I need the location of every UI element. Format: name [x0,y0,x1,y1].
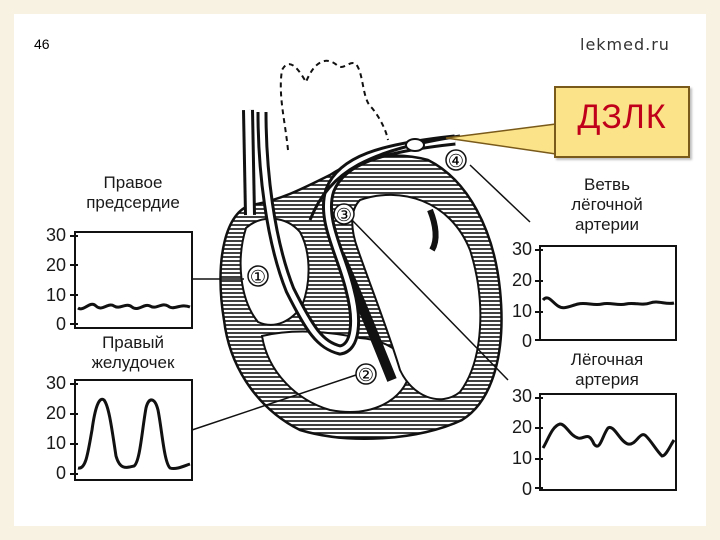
marker-1: ① [250,267,266,288]
pab-tick-0: 0 [506,331,532,352]
balloon [406,139,424,151]
pa-tick-20: 20 [506,417,532,438]
right-ventricle-label-line1: Правый [78,333,188,353]
pa-branch-label-line3: артерии [552,215,662,235]
ra-tick-30: 30 [40,225,66,246]
page-number: 46 [34,36,50,52]
right-atrium-panel [75,232,192,328]
ra-tick-20: 20 [40,255,66,276]
pa-branch-label-line2: лёгочной [552,195,662,215]
pab-tick-10: 10 [506,301,532,322]
pab-tick-20: 20 [506,270,532,291]
right-atrium-label-line1: Правое [78,173,188,193]
rv-tick-0: 0 [40,463,66,484]
pulmonary-artery-label: Лёгочная артерия [552,350,662,390]
pa-tick-10: 10 [506,448,532,469]
ra-tick-10: 10 [40,285,66,306]
pab-tick-30: 30 [506,239,532,260]
pa-branch-label: Ветвь лёгочной артерии [552,175,662,235]
right-ventricle-label: Правый желудочек [78,333,188,373]
rv-tick-10: 10 [40,433,66,454]
pa-tick-0: 0 [506,479,532,500]
pcwp-callout-text: ДЗЛК [556,98,688,137]
right-atrium-label-line2: предсердие [78,193,188,213]
pa-branch-panel [540,246,676,340]
callout-pointer [446,124,556,154]
pulmonary-artery-panel [540,394,676,490]
site-name: lekmed.ru [580,35,670,54]
pa-branch-label-line1: Ветвь [552,175,662,195]
marker-3: ③ [336,205,352,226]
pcwp-callout: ДЗЛК [554,86,690,158]
pa-tick-30: 30 [506,386,532,407]
marker-4: ④ [448,151,464,172]
rv-tick-30: 30 [40,373,66,394]
right-atrium-label: Правое предсердие [78,173,188,213]
right-ventricle-label-line2: желудочек [78,353,188,373]
pulmonary-artery-label-line1: Лёгочная [552,350,662,370]
aorta-outline [281,61,388,150]
rv-tick-20: 20 [40,403,66,424]
pulmonary-artery-label-line2: артерия [552,370,662,390]
marker-2: ② [358,365,374,386]
ra-tick-0: 0 [40,314,66,335]
